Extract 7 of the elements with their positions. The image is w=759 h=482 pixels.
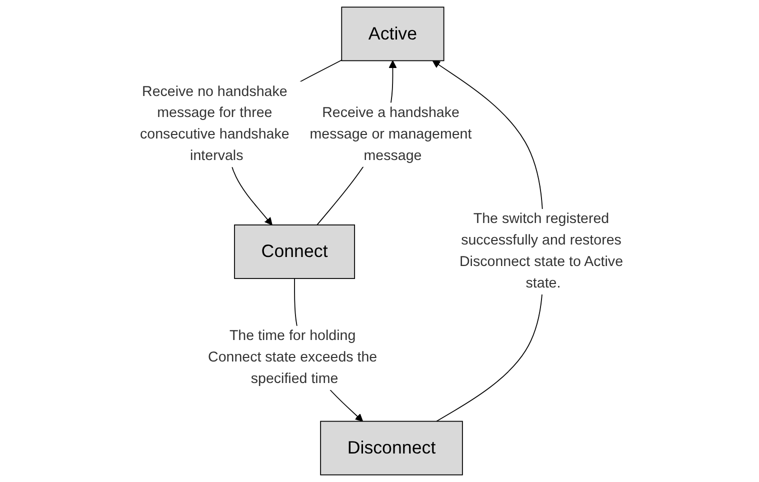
node-box: Connect [234,224,355,279]
node-box: Disconnect [320,420,462,476]
edge-label: The switch registered successfully and restores Disconnect state to Active state. [459,212,623,291]
edge-label: Receive a handshake message or management message [309,105,472,164]
edge-label: The time for holding Connect state exceeds the specified time [208,328,377,386]
node-box: Active [340,6,444,62]
edge-label: Receive no handshake message for three consecutive handshake intervals [140,84,289,164]
